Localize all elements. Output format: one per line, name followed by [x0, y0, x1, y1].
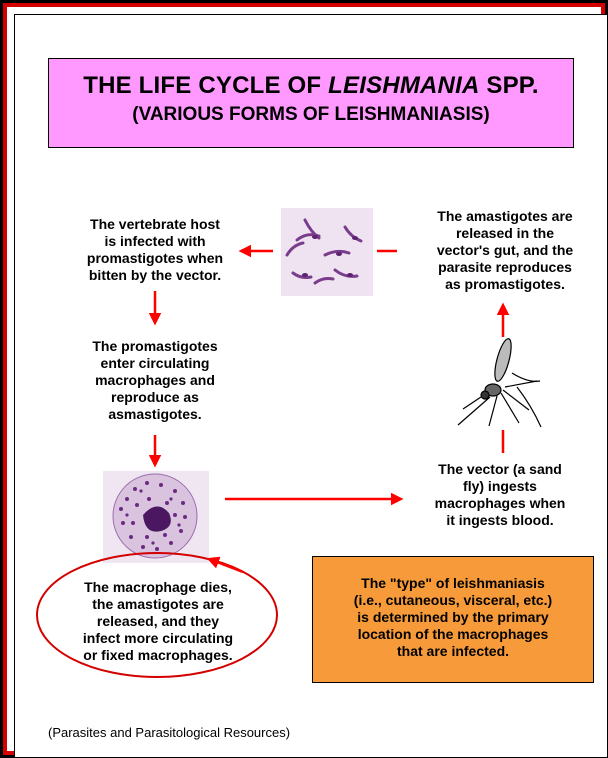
title-prefix: THE LIFE CYCLE OF: [83, 72, 329, 99]
step-host-infected: The vertebrate host is infected with pro…: [86, 216, 224, 283]
sand-fly-image: [457, 338, 542, 428]
title-line-2: (VARIOUS FORMS OF LEISHMANIASIS): [132, 104, 490, 125]
title-genus: LEISHMANIA: [328, 72, 480, 99]
promastigote-micrograph-image: [281, 208, 373, 296]
step-vector-gut: The amastigotes are released in the vect…: [436, 208, 574, 292]
red-border: THE LIFE CYCLE OF LEISHMANIA SPP. (VARIO…: [3, 3, 608, 758]
source-credit: (Parasites and Parasitological Resources…: [48, 725, 291, 740]
note-box: The "type" of leishmaniasis (i.e., cutan…: [312, 556, 594, 683]
macrophage-dies-oval: [36, 552, 278, 678]
step-vector-ingests: The vector (a sand fly) ingests macropha…: [434, 461, 566, 528]
title-suffix: SPP.: [479, 72, 539, 99]
title-line-1: THE LIFE CYCLE OF LEISHMANIA SPP.: [49, 72, 573, 100]
diagram-graphics: [36, 208, 542, 678]
step-enter-macrophages: The promastigotes enter circulating macr…: [92, 338, 218, 422]
diagram-canvas: THE LIFE CYCLE OF LEISHMANIA SPP. (VARIO…: [14, 14, 608, 758]
macrophage-micrograph-image: [103, 471, 209, 563]
step-macrophage-dies: The macrophage dies, the amastigotes are…: [82, 579, 234, 663]
arrow-oval-to-micrograph: [206, 556, 244, 574]
title-box: THE LIFE CYCLE OF LEISHMANIA SPP. (VARIO…: [48, 58, 574, 148]
